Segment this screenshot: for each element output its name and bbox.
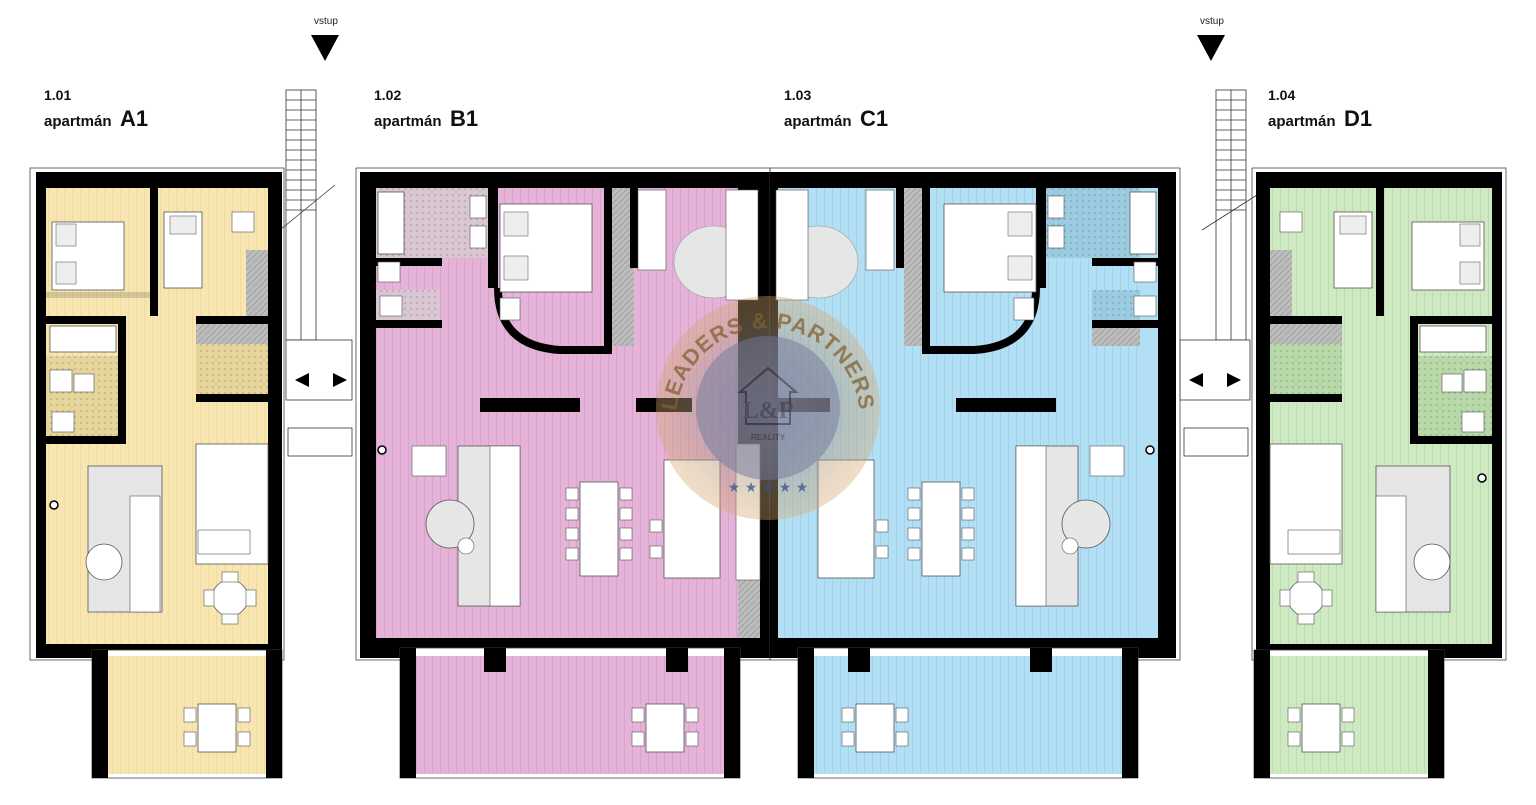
star-icon: ★ ★ ★ ★ ★ [728, 480, 809, 496]
apartment-b1 [355, 167, 771, 779]
coffee-table [1061, 499, 1111, 549]
bathtub [1419, 325, 1487, 353]
entrance-right: vstup [1197, 16, 1225, 61]
dining-table [1287, 579, 1325, 617]
entrance-arrow-icon [311, 35, 339, 61]
watermark-logo: LEADERS & PARTNERS L&P REALITY ★ ★ ★ ★ ★ [656, 296, 880, 520]
apartment-label-c1: 1.03 apartmán C1 [784, 87, 888, 131]
apartment-number: 1.01 [44, 87, 71, 103]
watermark-subtext: REALITY [751, 433, 786, 442]
apartment-code: A1 [120, 106, 148, 131]
apartment-label-d1: 1.04 apartmán D1 [1268, 87, 1372, 131]
arrow-left-icon [295, 373, 309, 387]
staircase-left [279, 89, 353, 457]
coffee-table [1413, 543, 1451, 581]
apartment-type: apartmán [44, 113, 112, 130]
apartment-title: apartmán B1 [374, 106, 478, 131]
apartment-type: apartmán [374, 113, 442, 130]
apartment-number: 1.04 [1268, 87, 1295, 103]
apartment-code: D1 [1344, 106, 1372, 131]
apartment-type: apartmán [1268, 113, 1336, 130]
bathtub [1129, 191, 1157, 255]
entrance-label: vstup [1200, 16, 1224, 27]
apartment-label-b1: 1.02 apartmán B1 [374, 87, 478, 131]
entrance-left: vstup [311, 16, 339, 61]
dining-table [579, 481, 619, 577]
apartment-code: B1 [450, 106, 478, 131]
entrance-arrow-icon [1197, 35, 1225, 61]
coffee-table [425, 499, 475, 549]
apartment-label-a1: 1.01 apartmán A1 [44, 87, 148, 131]
staircase-right [1179, 89, 1258, 457]
apartment-number: 1.02 [374, 87, 401, 103]
apartment-number: 1.03 [784, 87, 811, 103]
apartment-title: apartmán D1 [1268, 106, 1372, 131]
watermark-monogram: L&P [743, 398, 794, 424]
bathtub [377, 191, 405, 255]
arrow-left-icon [1189, 373, 1203, 387]
apartment-title: apartmán C1 [784, 106, 888, 131]
house-icon [737, 366, 799, 425]
entrance-label: vstup [314, 16, 338, 27]
apartment-a1 [29, 167, 285, 779]
stair-treads [286, 99, 316, 211]
dining-table [211, 579, 249, 617]
apartment-code: C1 [860, 106, 888, 131]
apartment-d1 [1251, 167, 1507, 779]
stair-treads [1216, 99, 1246, 211]
dining-table [921, 481, 961, 577]
apartment-title: apartmán A1 [44, 106, 148, 131]
coffee-table [85, 543, 123, 581]
arrow-right-icon [1227, 373, 1241, 387]
arrow-right-icon [333, 373, 347, 387]
bathtub [49, 325, 117, 353]
apartment-type: apartmán [784, 113, 852, 130]
